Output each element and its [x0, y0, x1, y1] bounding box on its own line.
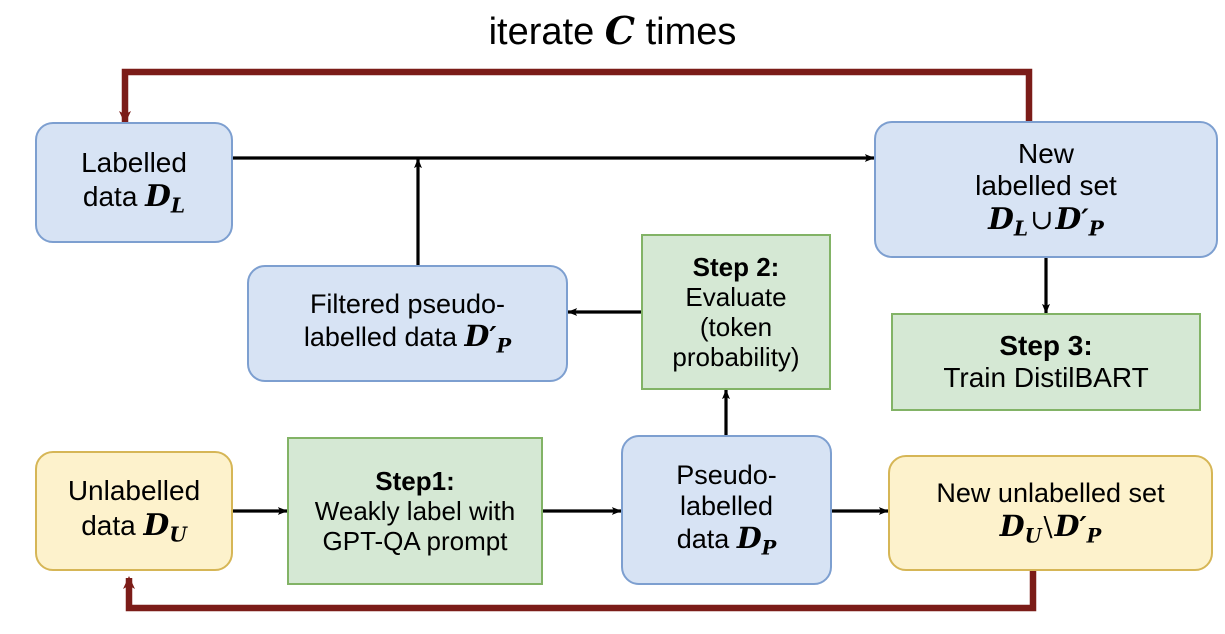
pseudo-labelled-line3: data DP [677, 522, 777, 560]
labelled-data-symbol: D [145, 178, 171, 214]
new-unlabelled-set-line1: New unlabelled set [936, 478, 1165, 509]
new-labelled-set-symbol-b-subscript: P [1088, 217, 1104, 242]
filtered-pseudo-symbol-prime: ′ [489, 322, 497, 354]
unlabelled-data-symbol-subscript: U [169, 522, 187, 547]
step2-heading: Step 2: [692, 251, 780, 282]
unlabelled-data-line2: data DU [81, 506, 187, 547]
step3-line1: Train DistilBART [943, 362, 1149, 393]
edge-bottom-iteration-loop [123, 571, 1037, 612]
new-unlabelled-set-symbol-b: D [1054, 508, 1080, 543]
diagram-title: iterate C times [0, 8, 1225, 54]
node-pseudo-labelled-data[interactable]: Pseudo- labelled data DP [621, 435, 832, 585]
node-step3[interactable]: Step 3: Train DistilBART [891, 313, 1201, 411]
node-step2[interactable]: Step 2: Evaluate (token probability) [641, 234, 831, 390]
unlabelled-data-line1: Unlabelled [67, 475, 201, 507]
title-variable-c: C [604, 8, 636, 53]
pseudo-labelled-line2: labelled [679, 491, 774, 522]
filtered-pseudo-line2: labelled data D′P [304, 320, 511, 358]
step1-line2: GPT-QA prompt [322, 526, 508, 557]
new-labelled-set-line2: labelled set [975, 170, 1117, 202]
new-unlabelled-set-formula: DU\D′P [999, 508, 1102, 548]
step1-heading: Step1: [375, 465, 455, 496]
filtered-pseudo-line1: Filtered pseudo- [309, 288, 506, 319]
step2-line1: Evaluate [685, 281, 787, 312]
filtered-pseudo-symbol: D [464, 319, 490, 354]
labelled-data-line1: Labelled [81, 146, 187, 178]
new-labelled-set-symbol-a: D [988, 201, 1014, 237]
union-operator: ∪ [1030, 203, 1054, 237]
step1-line1: Weakly label with [314, 495, 516, 526]
filtered-pseudo-symbol-subscript: P [496, 334, 512, 358]
labelled-data-symbol-subscript: L [170, 193, 186, 218]
new-unlabelled-set-symbol-a-subscript: U [1024, 524, 1042, 548]
node-step1[interactable]: Step1: Weakly label with GPT-QA prompt [287, 437, 543, 585]
new-unlabelled-set-symbol-b-subscript: P [1086, 524, 1102, 548]
title-text-prefix: iterate [488, 11, 595, 53]
filtered-pseudo-line2-prefix: labelled data [303, 322, 458, 353]
pseudo-labelled-line3-prefix: data [676, 524, 730, 555]
node-new-labelled-set[interactable]: New labelled set DL∪D′P [874, 121, 1218, 258]
new-labelled-set-symbol-a-subscript: L [1013, 217, 1029, 242]
new-labelled-set-formula: DL∪D′P [988, 202, 1104, 241]
new-labelled-set-symbol-b-prime: ′ [1081, 203, 1089, 237]
step2-line2: (token [699, 312, 773, 342]
node-filtered-pseudo-labelled-data[interactable]: Filtered pseudo- labelled data D′P [247, 265, 568, 382]
new-labelled-set-line1: New [1017, 137, 1074, 169]
pseudo-labelled-symbol: D [736, 521, 762, 556]
step3-heading: Step 3: [999, 329, 1093, 361]
title-text-suffix: times [645, 11, 737, 53]
pseudo-labelled-line1: Pseudo- [676, 459, 777, 490]
edge-top-iteration-loop [119, 68, 1033, 124]
labelled-data-line2: data DL [83, 179, 185, 218]
step2-line3: probability) [672, 342, 800, 373]
set-difference-operator: \ [1043, 511, 1053, 543]
node-new-unlabelled-set[interactable]: New unlabelled set DU\D′P [888, 455, 1213, 571]
node-labelled-data[interactable]: Labelled data DL [35, 122, 233, 243]
new-unlabelled-set-symbol-b-prime: ′ [1079, 511, 1087, 543]
labelled-data-line2-prefix: data [82, 181, 138, 213]
new-labelled-set-symbol-b: D [1055, 201, 1082, 237]
node-unlabelled-data[interactable]: Unlabelled data DU [35, 451, 233, 571]
new-unlabelled-set-symbol-a: D [999, 508, 1025, 543]
pseudo-labelled-symbol-subscript: P [761, 536, 777, 560]
unlabelled-data-symbol: D [143, 506, 170, 542]
unlabelled-data-line2-prefix: data [81, 509, 136, 541]
